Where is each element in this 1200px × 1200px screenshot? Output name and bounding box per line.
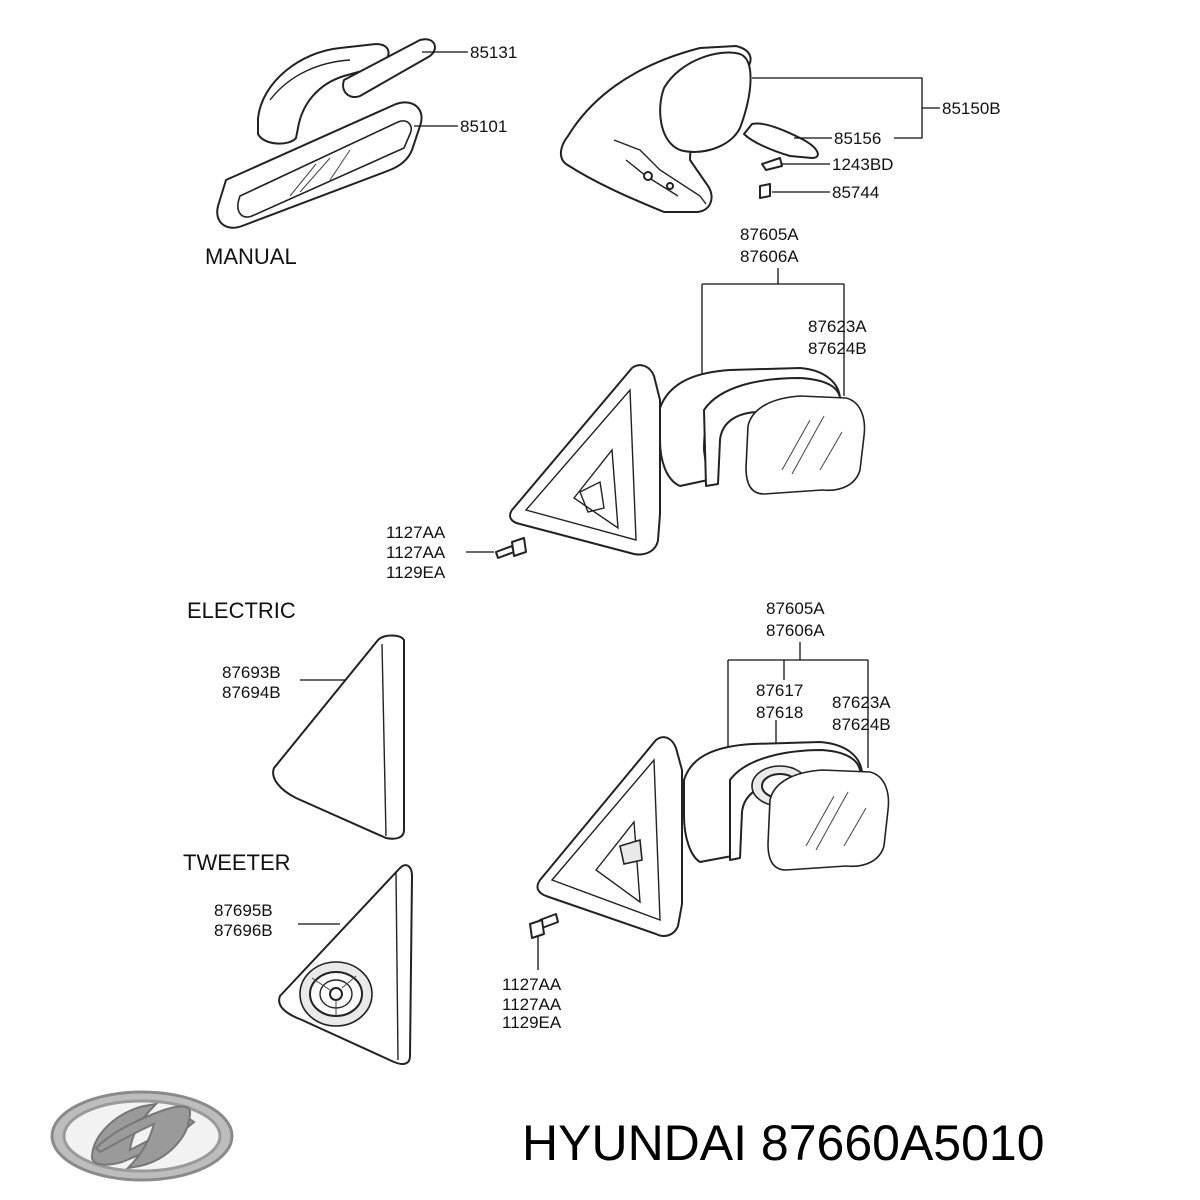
- label-87605a-electric: 87605A: [766, 599, 825, 618]
- label-85150b: 85150B: [942, 99, 1001, 118]
- label-87623a-manual: 87623A: [808, 317, 867, 336]
- tweeter-cover-87695b: [278, 864, 413, 1065]
- section-title-tweeter: TWEETER: [183, 850, 291, 875]
- label-1127aa-manual-1: 1127AA: [386, 523, 446, 542]
- label-85131: 85131: [470, 43, 517, 62]
- label-87696b: 87696B: [214, 921, 273, 940]
- label-85101: 85101: [460, 117, 507, 136]
- label-1127aa-manual-2: 1127AA: [386, 543, 446, 562]
- section-title-manual: MANUAL: [205, 244, 297, 269]
- brand-part-number: HYUNDAI 87660A5010: [522, 1115, 1045, 1171]
- cover-85156: [743, 122, 819, 159]
- label-1127aa-electric-1: 1127AA: [502, 975, 562, 994]
- label-87624b-manual: 87624B: [808, 339, 867, 358]
- label-85744: 85744: [832, 183, 879, 202]
- outside-mirror-electric: [536, 736, 890, 937]
- label-87606a-electric: 87606A: [766, 621, 825, 640]
- label-87623a-electric: 87623A: [832, 693, 891, 712]
- bolt-manual: [495, 537, 527, 559]
- corner-cover-87693b: [272, 634, 405, 840]
- label-87617: 87617: [756, 681, 803, 700]
- label-87694b: 87694B: [222, 683, 281, 702]
- label-1127aa-electric-2: 1127AA: [502, 995, 562, 1014]
- label-85156: 85156: [834, 129, 881, 148]
- label-1243bd: 1243BD: [832, 155, 893, 174]
- label-87618: 87618: [756, 703, 803, 722]
- mirror-assembly-85150b: [560, 45, 752, 213]
- screw-1243bd: [761, 157, 783, 171]
- label-87606a-manual: 87606A: [740, 247, 799, 266]
- section-title-electric: ELECTRIC: [187, 598, 296, 623]
- label-87624b-electric: 87624B: [832, 715, 891, 734]
- bolt-electric: [529, 913, 559, 939]
- hyundai-logo-icon: [50, 1090, 234, 1182]
- inside-mirror-bracket-85131: [257, 38, 436, 145]
- label-87693b: 87693B: [222, 663, 281, 682]
- label-87695b: 87695B: [214, 901, 273, 920]
- label-1129ea-manual: 1129EA: [386, 563, 446, 582]
- clip-85744: [759, 183, 771, 199]
- inside-mirror-85101: [216, 101, 423, 229]
- label-1129ea-electric: 1129EA: [502, 1013, 562, 1032]
- outside-mirror-manual: [509, 364, 866, 556]
- label-87605a-manual: 87605A: [740, 225, 799, 244]
